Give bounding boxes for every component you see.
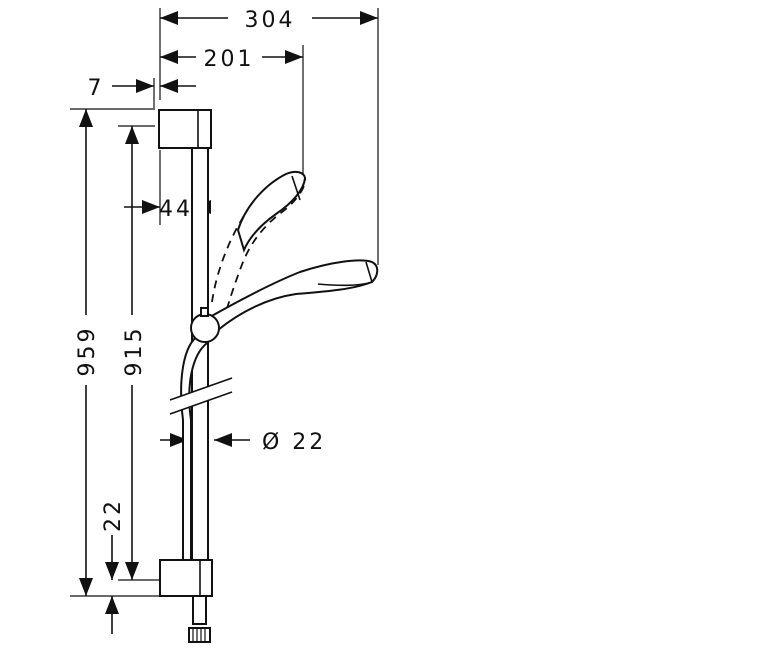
shower-hose: [180, 333, 209, 561]
handshower: [206, 259, 379, 332]
dim-22-bottom: 22: [101, 498, 126, 634]
hose-connector: [192, 595, 207, 625]
dim-44-label: 44: [159, 197, 193, 222]
top-wall-bracket: [158, 109, 212, 149]
dim-915-label: 915: [122, 326, 147, 377]
dim-304-label: 304: [245, 8, 296, 33]
dim-959-label: 959: [75, 326, 100, 377]
hose-nut: [188, 627, 211, 643]
slider-knob: [190, 313, 220, 343]
dim-diameter-label: Ø 22: [262, 430, 326, 455]
bottom-wall-bracket: [159, 559, 213, 597]
dim-915: 915: [118, 125, 160, 581]
break-symbol: [169, 377, 233, 415]
dim-7-label: 7: [88, 76, 105, 101]
handshower-tilted: [236, 170, 307, 253]
dim-7: 7: [88, 76, 196, 108]
slider-pin: [200, 307, 209, 317]
dim-201: 201: [160, 45, 304, 178]
dim-diameter-22: Ø 22: [160, 430, 326, 455]
dim-201-label: 201: [204, 47, 255, 72]
dim-304: 304: [159, 8, 379, 265]
dim-22-bottom-label: 22: [101, 498, 126, 532]
shower-rail-assembly: [158, 109, 379, 643]
dim-959: 959: [70, 108, 160, 597]
